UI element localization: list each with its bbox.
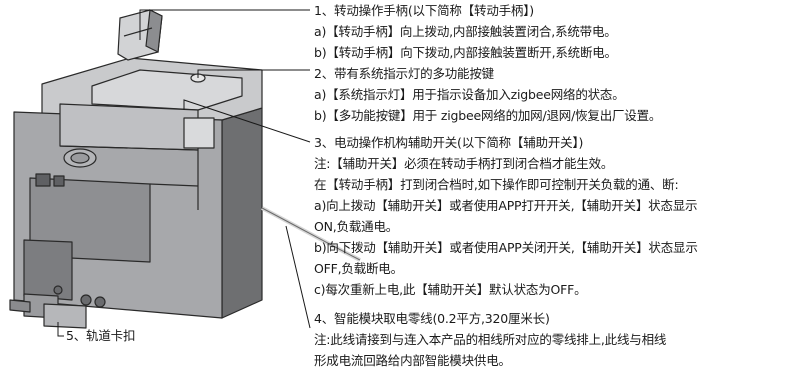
annotation-3-title: 3、电动操作机构辅助开关(以下简称【辅助开关】) [314, 135, 584, 150]
annotation-2-title: 2、带有系统指示灯的多功能按键 [314, 66, 494, 81]
annotation-3-condition: 在【转动手柄】打到闭合档时,如下操作即可控制开关负载的通、断: [314, 177, 679, 192]
annotation-3-line-b-cont: OFF,负载断电。 [314, 261, 403, 276]
annotation-4-note: 注:此线请接到与连入本产品的相线所对应的零线排上,此线与相线 [314, 332, 667, 347]
annotation-4-title: 4、智能模块取电零线(0.2平方,320厘米长) [314, 311, 550, 326]
annotation-1-line-a: a)【转动手柄】向上拨动,内部接触装置闭合,系统带电。 [314, 24, 617, 39]
annotation-3-line-b: b)向下拨动【辅助开关】或者使用APP关闭开关,【辅助开关】状态显示 [314, 240, 698, 255]
annotation-5-title: 5、轨道卡扣 [66, 328, 136, 343]
annotation-1-title: 1、转动操作手柄(以下简称【转动手柄】) [314, 3, 534, 18]
annotation-3-line-a-cont: ON,负载通电。 [314, 219, 399, 234]
leader-lines [57, 9, 311, 337]
annotation-1-line-b: b)【转动手柄】向下拨动,内部接触装置断开,系统断电。 [314, 45, 617, 60]
annotation-3-line-a: a)向上拨动【辅助开关】或者使用APP打开开关,【辅助开关】状态显示 [314, 198, 698, 213]
breaker-body [9, 57, 263, 329]
annotation-4-note-cont: 形成电流回路给内部智能模块供电。 [314, 353, 511, 368]
annotation-2-line-a: a)【系统指示灯】用于指示设备加入zigbee网络的状态。 [314, 87, 625, 102]
annotation-3-line-c: c)每次重新上电,此【辅助开关】默认状态为OFF。 [314, 282, 587, 297]
annotation-3-note: 注:【辅助开关】必须在转动手柄打到闭合档才能生效。 [314, 156, 614, 171]
annotation-2-line-b: b)【多功能按键】用于 zigbee网络的加网/退网/恢复出厂设置。 [314, 108, 662, 123]
